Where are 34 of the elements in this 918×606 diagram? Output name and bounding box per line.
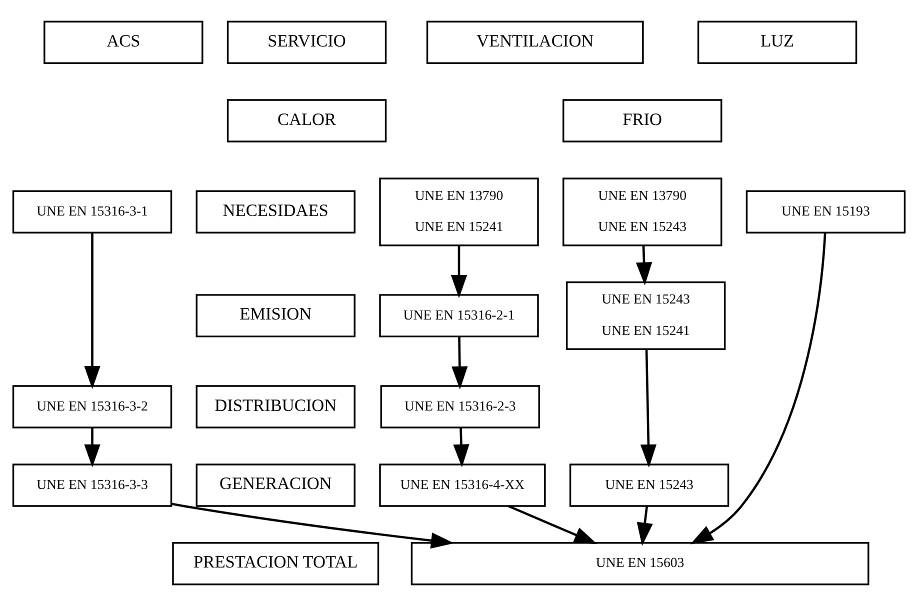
node-box: CALOR: [226, 99, 387, 142]
node-box: UNE EN 15603: [410, 542, 870, 586]
node-box: FRIO: [562, 99, 722, 142]
node-box: VENTILACION: [426, 20, 644, 64]
node-box: UNE EN 15316-2-3: [380, 385, 540, 428]
node-box: UNE EN 15316-3-2: [12, 385, 172, 428]
arrow: [453, 428, 470, 468]
node-box: NECESIDAES: [196, 190, 356, 234]
node-box: SERVICIO: [226, 20, 387, 64]
arrow: [690, 232, 826, 544]
node-box: UNE EN 15193: [746, 190, 906, 234]
node-box: UNE EN 15316-3-1: [12, 190, 172, 234]
node-box: ACS: [44, 20, 204, 64]
node-box: PRESTACION TOTAL: [172, 542, 380, 586]
node-box: UNE EN 15243: [569, 464, 730, 507]
node-box: DISTRIBUCION: [196, 385, 356, 428]
arrow: [640, 349, 657, 468]
arrow: [508, 505, 598, 544]
node-box: UNE EN 13790 UNE EN 15243: [562, 178, 722, 246]
arrow: [84, 232, 100, 390]
node-box: UNE EN 15316-4-XX: [379, 464, 546, 507]
node-box: UNE EN 15316-3-3: [12, 464, 172, 507]
node-box: UNE EN 13790 UNE EN 15241: [379, 178, 539, 246]
arrow: [452, 336, 468, 390]
arrow: [636, 506, 653, 546]
arrow: [450, 246, 468, 298]
arrow: [84, 428, 100, 468]
node-box: LUZ: [697, 20, 858, 64]
node-box: EMISION: [196, 294, 356, 338]
arrow: [636, 246, 652, 286]
arrow: [171, 502, 454, 549]
node-box: UNE EN 15243 UNE EN 15241: [566, 281, 726, 350]
node-box: GENERACION: [196, 464, 356, 507]
node-box: UNE EN 15316-2-1: [379, 294, 539, 338]
